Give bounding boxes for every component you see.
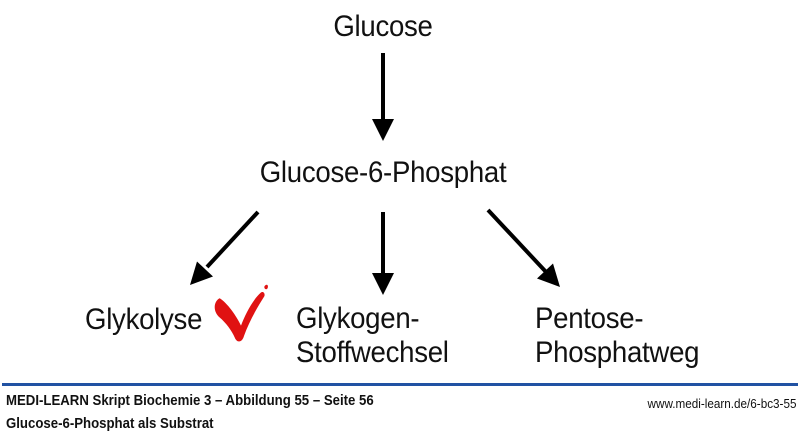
footer-url-text: www.medi-learn.de/6-bc3-55	[647, 396, 796, 411]
checkmark-stroke	[214, 291, 265, 342]
arrows	[190, 53, 560, 295]
node-glucose-6-phosphat: Glucose-6-Phosphat	[0, 156, 766, 189]
arrow-to-pentose-phosphatweg	[486, 208, 560, 287]
node-glucose: Glucose	[0, 10, 766, 43]
node-glykolyse: Glykolyse	[85, 303, 212, 337]
node-pentose-line2: Phosphatweg	[535, 336, 700, 369]
footer-divider	[2, 383, 798, 386]
node-glykogen-line1: Glykogen-	[296, 302, 420, 335]
node-glucose-6-phosphat-label: Glucose-6-Phosphat	[259, 156, 507, 189]
node-glucose-label: Glucose	[333, 10, 433, 43]
footer-source-text: MEDI-LEARN Skript Biochemie 3 – Abbildun…	[6, 392, 374, 409]
node-pentose-phosphatweg: Pentose- Phosphatweg	[535, 302, 714, 370]
node-glykolyse-label: Glykolyse	[85, 303, 203, 336]
node-glykogen-line2: Stoffwechsel	[296, 336, 449, 369]
arrow-to-glykolyse	[190, 210, 260, 285]
node-glykogen-stoffwechsel: Glykogen- Stoffwechsel	[296, 302, 462, 370]
arrow-to-glykogen-stoffwechsel	[372, 212, 394, 295]
checkmark-splatter	[264, 284, 268, 290]
checkmark-icon	[214, 284, 268, 342]
node-pentose-line1: Pentose-	[535, 302, 644, 335]
footer-caption-text: Glucose-6-Phosphat als Substrat	[6, 415, 214, 432]
arrow-glucose-to-glucose-6-phosphat	[372, 53, 394, 141]
